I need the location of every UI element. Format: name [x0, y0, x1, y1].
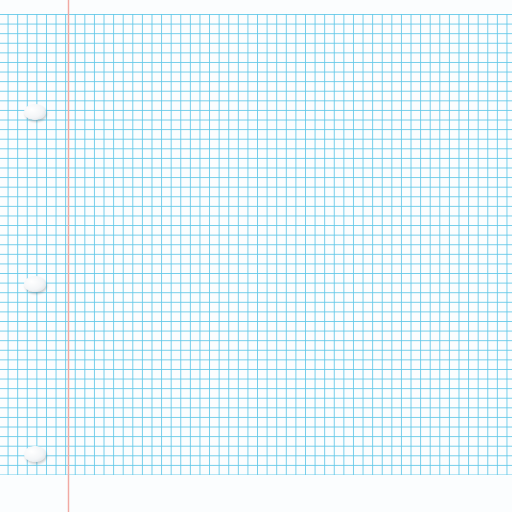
- punch-hole-bottom: [24, 446, 46, 462]
- red-margin-line: [68, 0, 69, 512]
- punch-hole-top: [24, 104, 46, 120]
- bottom-margin: [0, 475, 512, 512]
- grid-area: [0, 14, 512, 475]
- top-margin: [0, 0, 512, 14]
- punch-hole-middle: [24, 276, 46, 292]
